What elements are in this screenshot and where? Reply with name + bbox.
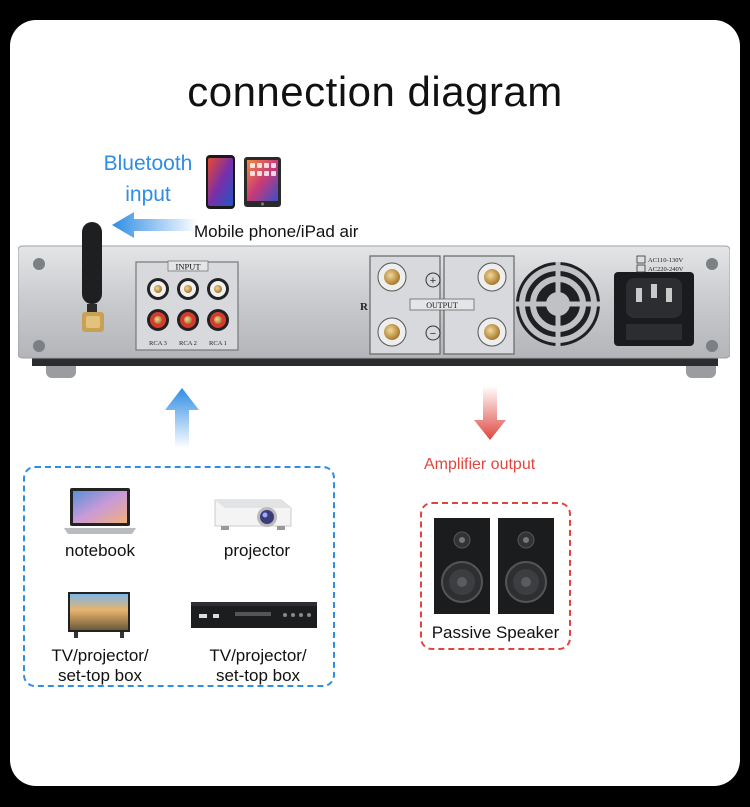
panel-screws [33, 258, 718, 352]
speaker-terminals [369, 255, 515, 355]
output-block-label: OUTPUT [426, 301, 458, 310]
notebook-icon [64, 488, 136, 534]
power-inlet-icon [614, 272, 694, 346]
cooling-fan-icon [516, 262, 600, 346]
amplifier-output-label: Amplifier output [424, 456, 536, 473]
bluetooth-input-label: Bluetooth input [88, 148, 208, 210]
tv-icon [68, 592, 130, 638]
minus-symbol: − [430, 328, 436, 340]
rca-label-1: RCA 1 [209, 340, 227, 347]
input-sources-box [23, 466, 335, 687]
bluetooth-arrow-icon [112, 212, 198, 238]
passive-speaker-icon [434, 518, 554, 614]
channel-right-label: R [360, 301, 369, 313]
output-arrow-icon [474, 386, 506, 440]
passive-speaker-box [420, 502, 571, 650]
input-block [135, 261, 239, 351]
mobile-phone-caption: Mobile phone/iPad air [194, 222, 359, 241]
plus-symbol: + [430, 275, 436, 287]
diagram-card [10, 20, 740, 786]
mobile-devices-icon [206, 155, 281, 209]
projector-label: projector [223, 541, 291, 560]
set-top-box-label: TV/projector/ set-top box [209, 646, 307, 685]
input-arrow-icon [165, 388, 199, 448]
rca-label-2: RCA 2 [179, 340, 197, 347]
rca-jacks [147, 278, 229, 331]
passive-speaker-label: Passive Speaker [431, 623, 560, 642]
tv-label: TV/projector/ set-top box [51, 646, 149, 685]
notebook-label: notebook [65, 541, 135, 560]
power-spec-220: AC220-240V [648, 266, 684, 273]
set-top-box-icon [191, 602, 317, 628]
bluetooth-antenna-icon [82, 222, 104, 332]
diagram-title: connection diagram [187, 68, 563, 115]
input-block-label: INPUT [175, 262, 201, 272]
projector-icon [214, 499, 292, 530]
power-spec-110: AC110-130V [648, 257, 683, 264]
bluetooth-label-text: Bluetooth input [103, 152, 193, 206]
amplifier-rear-panel: INPUT RCA 3 RCA 2 RCA 1 + − OUTPUT R L [18, 245, 730, 378]
rca-label-3: RCA 3 [149, 340, 167, 347]
